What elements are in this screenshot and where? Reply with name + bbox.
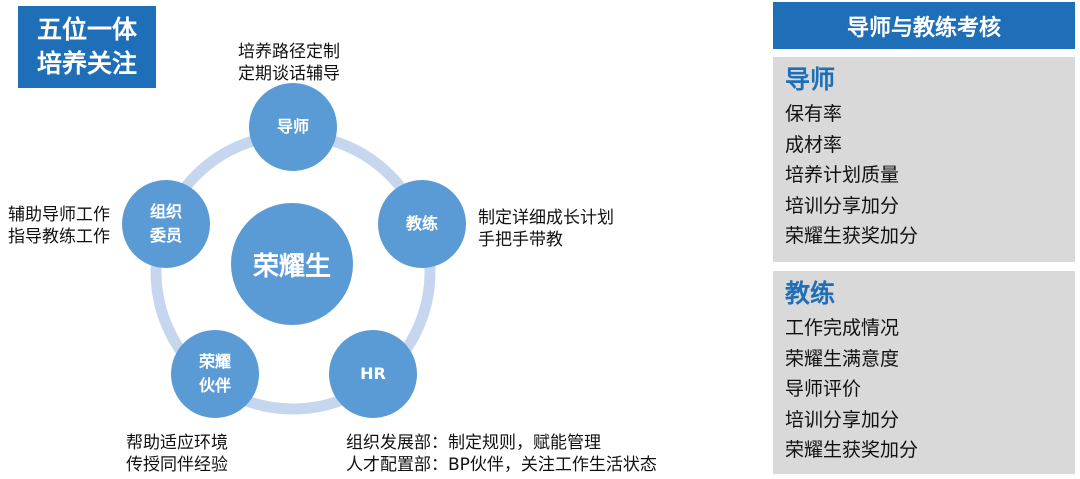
mentor-assessment-panel: 导师 保有率 成材率 培养计划质量 培训分享加分 荣耀生获奖加分 — [773, 57, 1075, 262]
node-hr: HR — [329, 330, 417, 418]
node-coach: 教练 — [378, 180, 466, 268]
coach-assessment-list: 工作完成情况 荣耀生满意度 导师评价 培训分享加分 荣耀生获奖加分 — [785, 313, 1063, 466]
note-hr-line-2: 人才配置部：BP伙伴，关注工作生活状态 — [346, 455, 657, 475]
coach-assessment-panel: 教练 工作完成情况 荣耀生满意度 导师评价 培训分享加分 荣耀生获奖加分 — [773, 271, 1075, 474]
note-committee: 辅助导师工作 指导教练工作 — [8, 204, 110, 248]
note-partner: 帮助适应环境 传授同伴经验 — [126, 432, 228, 476]
node-coach-label: 教练 — [405, 214, 438, 233]
node-partner: 荣耀 伙伴 — [171, 330, 259, 418]
note-committee-line-2: 指导教练工作 — [8, 227, 110, 247]
list-item: 成材率 — [785, 133, 843, 156]
node-committee-line-2: 委员 — [149, 226, 182, 245]
node-mentor: 导师 — [249, 83, 337, 171]
assessment-header-label: 导师与教练考核 — [846, 15, 1001, 41]
list-item: 工作完成情况 — [785, 317, 900, 339]
mentor-assessment-list: 保有率 成材率 培养计划质量 培训分享加分 荣耀生获奖加分 — [785, 99, 1063, 252]
list-item: 荣耀生获奖加分 — [785, 225, 919, 247]
note-hr: 组织发展部：制定规则，赋能管理 人才配置部：BP伙伴，关注工作生活状态 — [346, 432, 657, 476]
list-item: 培训分享加分 — [785, 408, 900, 431]
note-coach-line-2: 手把手带教 — [478, 230, 563, 250]
mentor-assessment-title: 导师 — [785, 65, 836, 94]
coach-assessment-title: 教练 — [785, 279, 836, 308]
node-center: 荣耀生 — [231, 203, 353, 325]
node-committee-line-1: 组织 — [149, 202, 182, 221]
note-hr-line-1: 组织发展部：制定规则，赋能管理 — [346, 433, 601, 453]
note-mentor-line-1: 培养路径定制 — [238, 42, 340, 62]
note-committee-line-1: 辅助导师工作 — [8, 205, 110, 225]
list-item: 培养计划质量 — [785, 164, 900, 186]
list-item: 荣耀生满意度 — [785, 347, 900, 370]
note-coach: 制定详细成长计划 手把手带教 — [478, 207, 614, 251]
note-partner-line-2: 传授同伴经验 — [126, 455, 228, 475]
node-partner-line-1: 荣耀 — [198, 352, 231, 371]
note-mentor: 培养路径定制 定期谈话辅导 — [238, 41, 340, 85]
list-item: 培训分享加分 — [785, 194, 900, 217]
note-coach-line-1: 制定详细成长计划 — [478, 208, 614, 228]
node-center-label: 荣耀生 — [252, 251, 331, 282]
list-item: 荣耀生获奖加分 — [785, 439, 919, 461]
node-committee: 组织 委员 — [122, 180, 210, 268]
note-mentor-line-2: 定期谈话辅导 — [238, 64, 340, 84]
list-item: 导师评价 — [785, 378, 862, 400]
title-line-2: 培养关注 — [36, 49, 137, 78]
node-partner-line-2: 伙伴 — [198, 376, 231, 395]
diagram-title: 五位一体 培养关注 — [18, 6, 156, 88]
title-line-1: 五位一体 — [36, 15, 137, 44]
note-partner-line-1: 帮助适应环境 — [126, 433, 228, 453]
node-mentor-label: 导师 — [276, 117, 309, 136]
node-hr-label: HR — [360, 364, 386, 383]
list-item: 保有率 — [785, 103, 843, 125]
assessment-header: 导师与教练考核 — [773, 2, 1075, 49]
